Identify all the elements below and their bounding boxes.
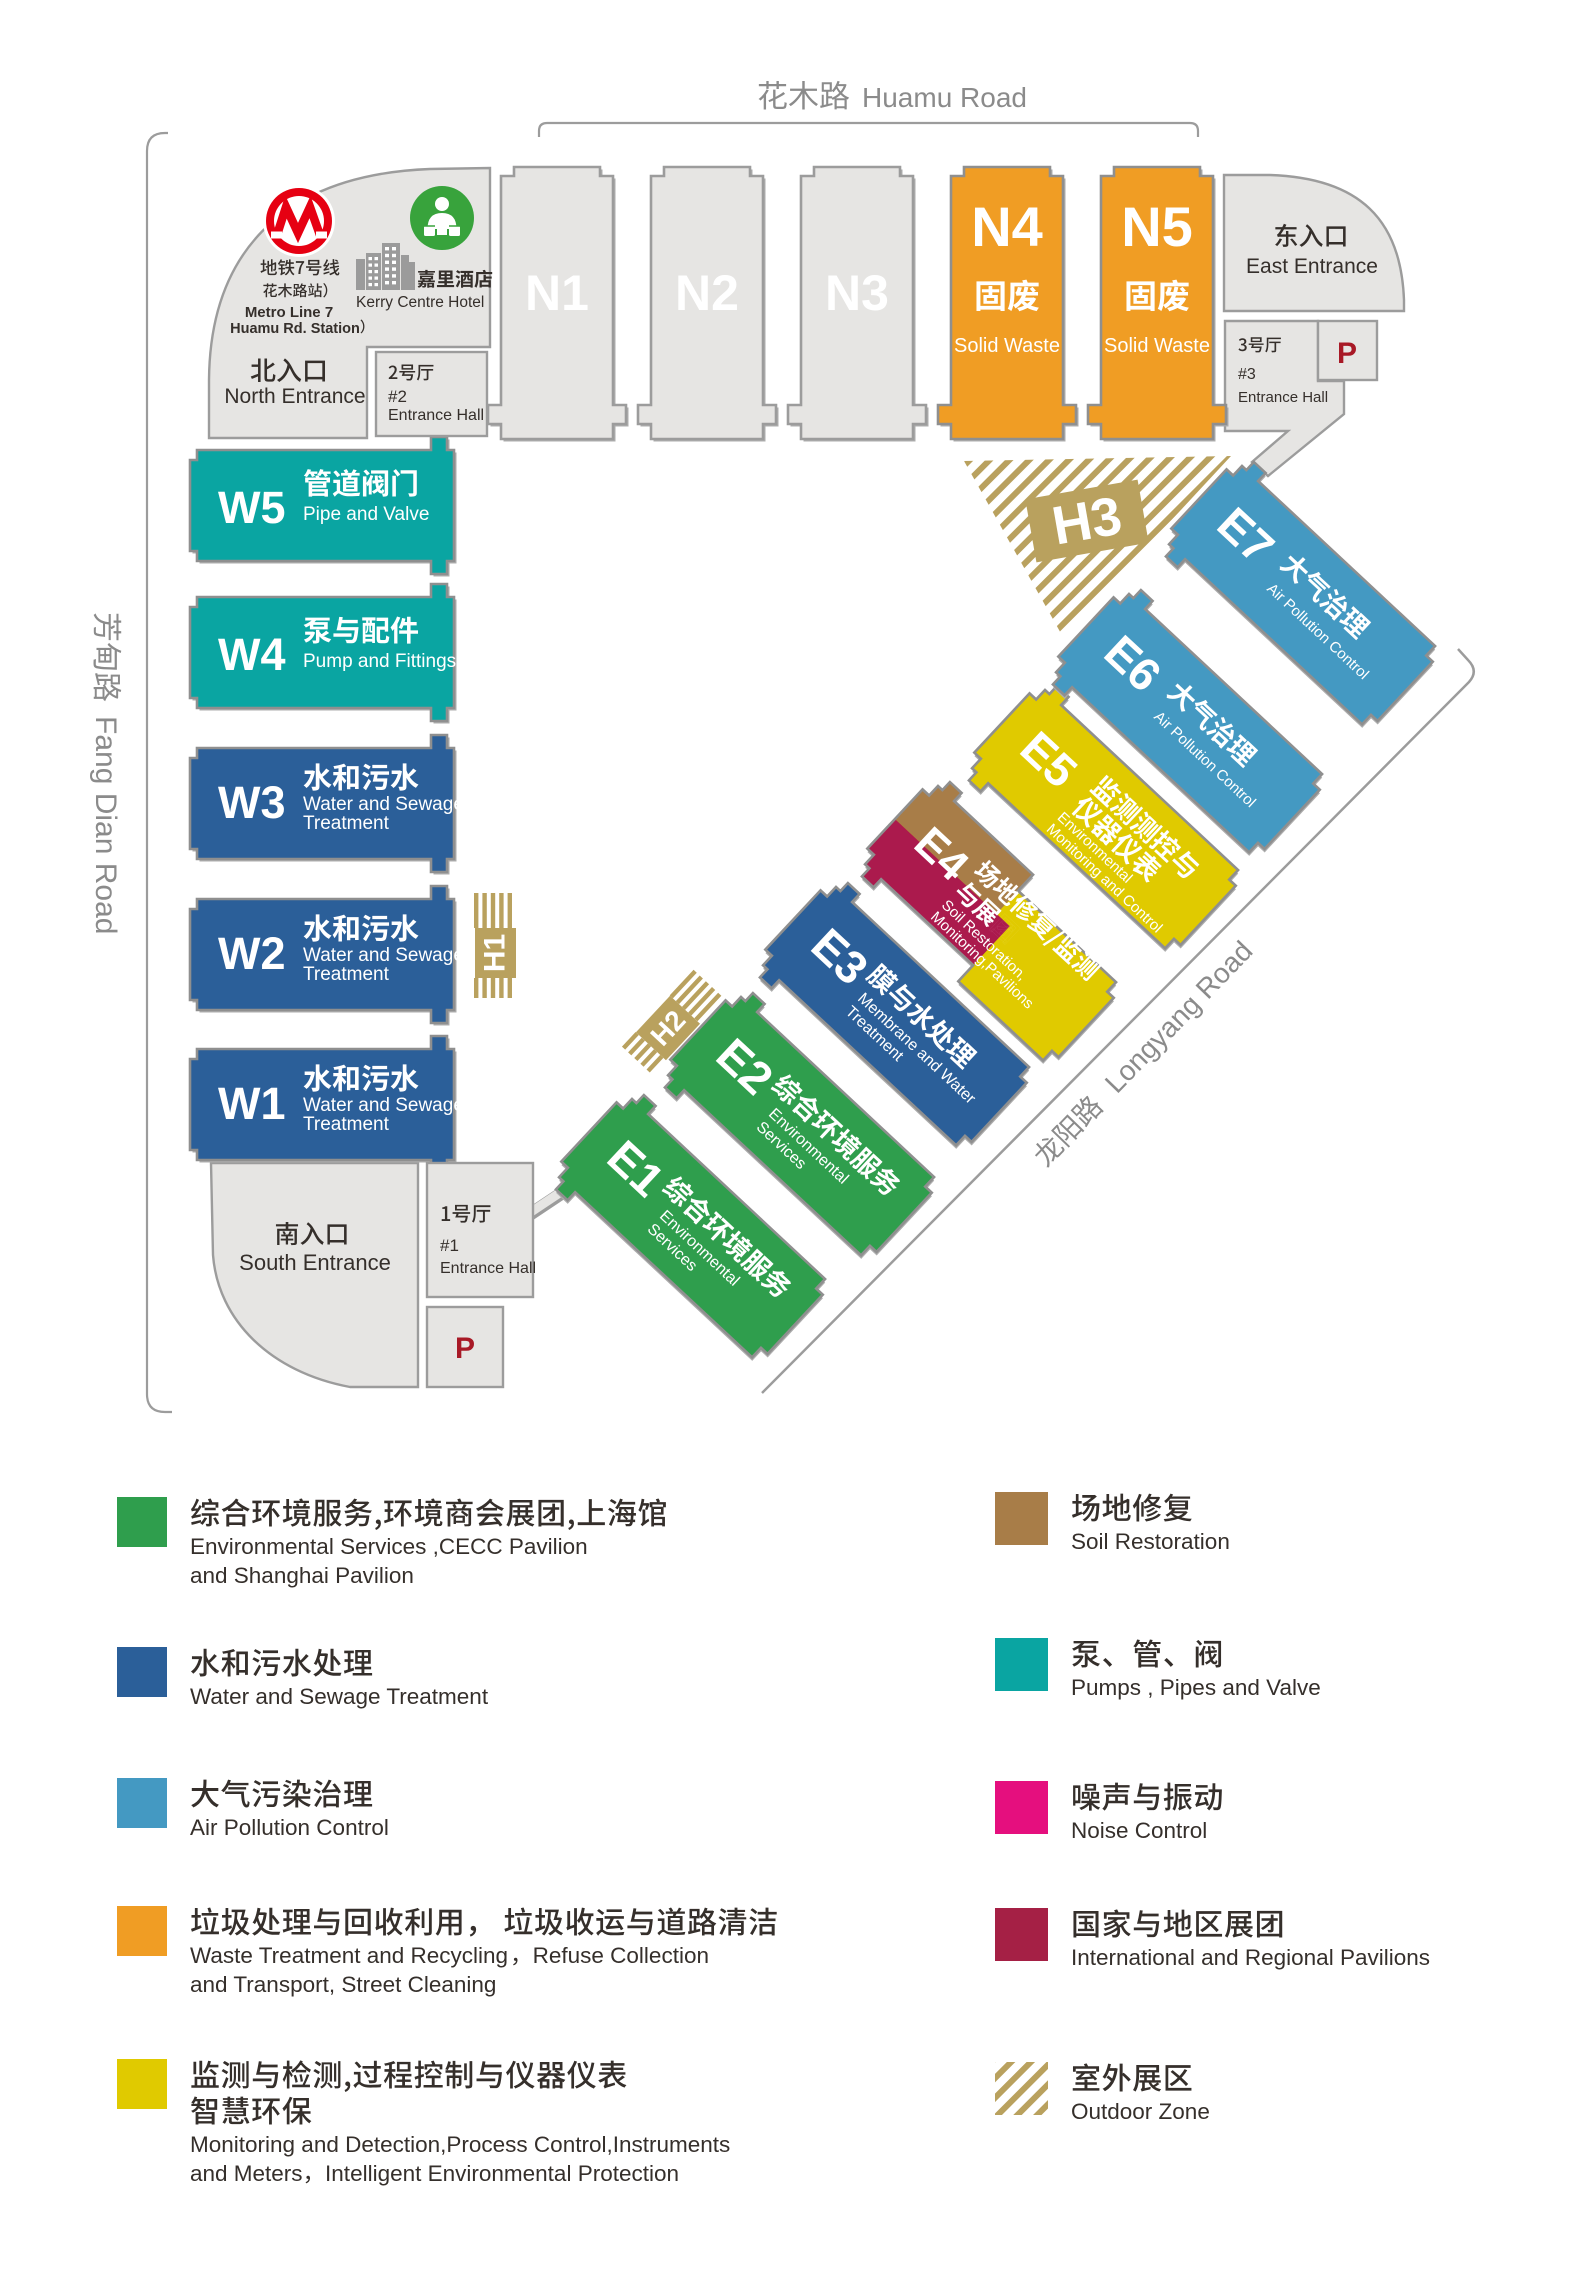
svg-text:N3: N3 [825, 265, 889, 321]
svg-text:Water and Sewage: Water and Sewage [303, 794, 464, 815]
svg-text:Entrance Hall: Entrance Hall [388, 407, 484, 424]
svg-text:Pumps , Pipes and Valve: Pumps , Pipes and Valve [1071, 1675, 1321, 1700]
svg-text:Huamu Road: Huamu Road [862, 82, 1027, 113]
svg-text:Metro Line 7: Metro Line 7 [245, 304, 333, 321]
svg-text:Water and Sewage: Water and Sewage [303, 1095, 464, 1116]
svg-text:Pump and Fittings: Pump and Fittings [303, 651, 456, 672]
svg-text:and Meters: and Meters [190, 2161, 303, 2186]
svg-text:Noise Control: Noise Control [1071, 1818, 1207, 1843]
svg-text:Environmental Services ,CECC P: Environmental Services ,CECC Pavilion [190, 1534, 588, 1559]
svg-text:and Shanghai Pavilion: and Shanghai Pavilion [190, 1563, 414, 1588]
svg-text:Water and Sewage Treatment: Water and Sewage Treatment [190, 1684, 489, 1709]
svg-text:South Entrance: South Entrance [239, 1250, 391, 1275]
svg-text:N4: N4 [971, 195, 1043, 258]
svg-text:Entrance Hall: Entrance Hall [440, 1260, 536, 1277]
svg-text:P: P [1337, 337, 1357, 370]
svg-text:East Entrance: East Entrance [1246, 255, 1378, 278]
svg-text:International and Regional Pav: International and Regional Pavilions [1071, 1945, 1430, 1970]
svg-text:Treatment: Treatment [303, 1114, 390, 1135]
svg-text:Outdoor Zone: Outdoor Zone [1071, 2099, 1210, 2124]
svg-text:H3: H3 [1048, 485, 1126, 556]
svg-text:and Transport, Street Cleaning: and Transport, Street Cleaning [190, 1972, 496, 1997]
svg-text:Entrance Hall: Entrance Hall [1238, 389, 1328, 406]
svg-text:P: P [455, 1332, 475, 1365]
svg-text:W5: W5 [218, 482, 286, 533]
svg-text:Air Pollution Control: Air Pollution Control [190, 1815, 389, 1840]
svg-text:#2: #2 [388, 387, 407, 406]
svg-text:N2: N2 [675, 265, 739, 321]
svg-text:W1: W1 [218, 1078, 286, 1129]
svg-text:Water and Sewage: Water and Sewage [303, 945, 464, 966]
svg-text:Refuse Collection: Refuse Collection [533, 1943, 709, 1968]
svg-text:Soil Restoration: Soil Restoration [1071, 1529, 1230, 1554]
svg-text:Huamu Rd. Station: Huamu Rd. Station [230, 321, 360, 337]
svg-text:W2: W2 [218, 928, 286, 979]
svg-text:N5: N5 [1121, 195, 1193, 258]
svg-text:H1: H1 [479, 934, 512, 972]
svg-text:Pipe and Valve: Pipe and Valve [303, 504, 429, 525]
svg-text:Fang Dian Road: Fang Dian Road [89, 716, 122, 934]
svg-text:N1: N1 [525, 265, 589, 321]
svg-text:W3: W3 [218, 777, 286, 828]
svg-text:#1: #1 [440, 1236, 459, 1255]
svg-text:W4: W4 [218, 629, 286, 680]
svg-text:North Entrance: North Entrance [224, 385, 365, 408]
svg-text:Solid Waste: Solid Waste [954, 335, 1060, 357]
svg-text:Kerry Centre Hotel: Kerry Centre Hotel [356, 294, 484, 311]
svg-text:Treatment: Treatment [303, 813, 390, 834]
svg-text:Monitoring and Detection,Proce: Monitoring and Detection,Process Control… [190, 2132, 730, 2157]
svg-text:Waste Treatment and Recycling: Waste Treatment and Recycling [190, 1943, 508, 1968]
svg-text:Solid Waste: Solid Waste [1104, 335, 1210, 357]
svg-text:#3: #3 [1238, 366, 1256, 383]
svg-text:Intelligent Environmental Prot: Intelligent Environmental Protection [325, 2161, 679, 2186]
svg-text:Treatment: Treatment [303, 964, 390, 985]
